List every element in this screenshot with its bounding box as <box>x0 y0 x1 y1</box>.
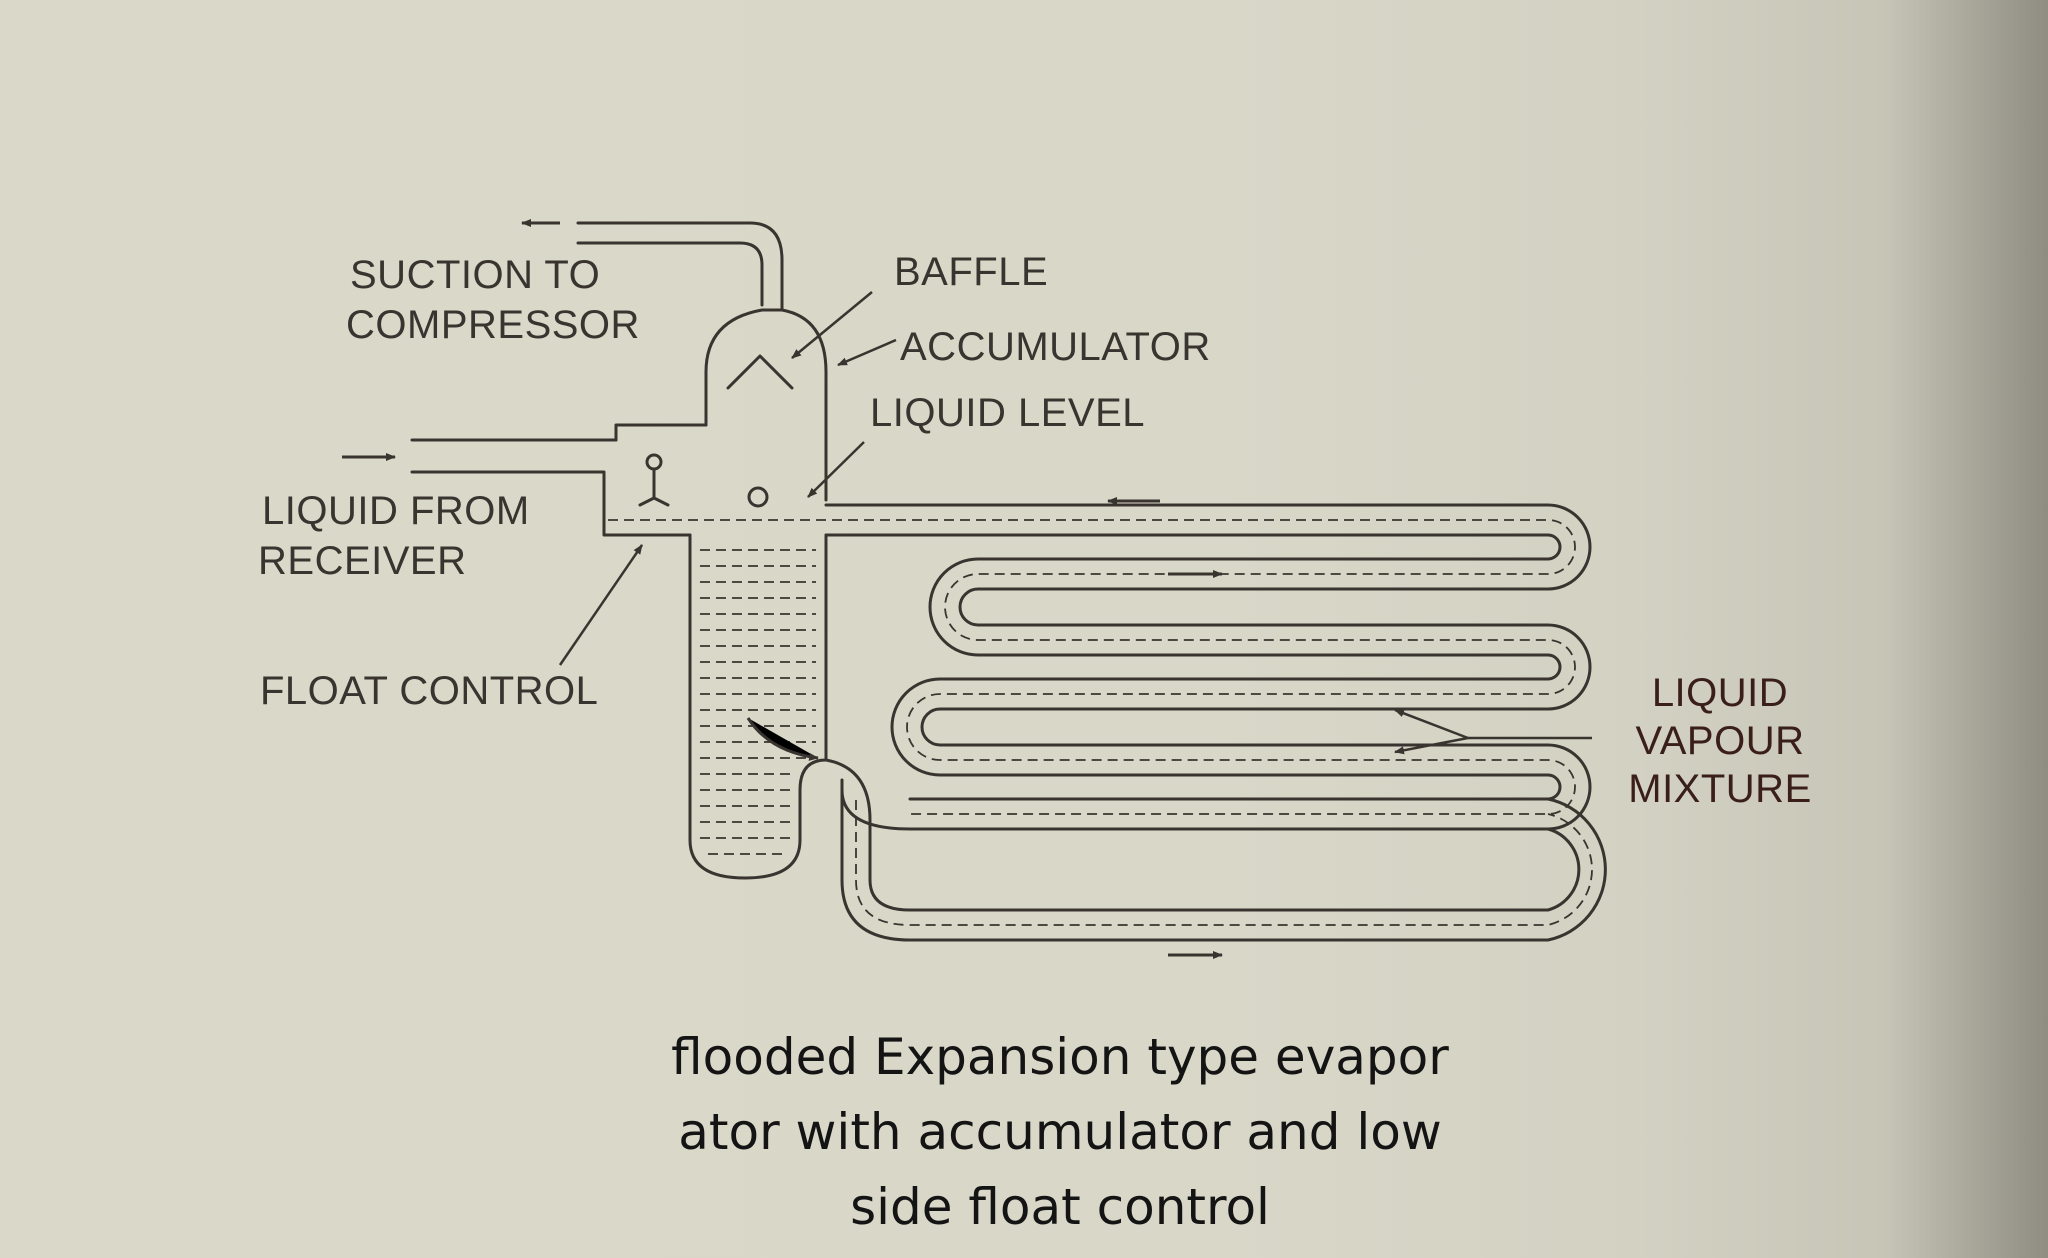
liquid-inlet-pipe <box>410 438 618 504</box>
mixture-leader-down <box>1394 736 1469 755</box>
caption-line2: ator with accumulator and low <box>678 1103 1442 1161</box>
label-liquid-from-line2: RECEIVER <box>258 539 467 583</box>
label-suction-line1: SUCTION TO <box>350 253 601 297</box>
float-control-leader <box>558 544 644 666</box>
label-mixture-line3: MIXTURE <box>1628 767 1812 811</box>
label-mixture-line2: VAPOUR <box>1635 719 1805 763</box>
suction-pipe <box>576 221 784 312</box>
mixture-leader-up <box>1394 708 1469 740</box>
caption-line1: flooded Expansion type evapor <box>671 1028 1449 1086</box>
figure-caption: flooded Expansion type evapor ator with … <box>560 1020 1560 1245</box>
float-control <box>638 453 769 508</box>
coil-outlet-pipe-outer <box>840 797 1607 942</box>
baffle <box>726 354 794 390</box>
baffle-leader <box>791 291 873 359</box>
liquid-level-leader <box>807 441 865 498</box>
label-liquid-from-line1: LIQUID FROM <box>262 489 530 533</box>
leader-lines <box>558 291 1592 755</box>
label-accumulator: ACCUMULATOR <box>900 325 1211 369</box>
accumulator-vessel <box>614 308 828 502</box>
accumulator-leader <box>837 338 897 367</box>
coil-outlet-pipe <box>824 758 1581 912</box>
flow-arrows <box>342 219 1223 959</box>
label-baffle: BAFFLE <box>894 250 1049 294</box>
arrow-well-outlet <box>746 717 819 761</box>
label-mixture-line1: LIQUID <box>1651 671 1789 715</box>
header-pipe <box>602 500 1592 831</box>
accumulator-well <box>688 533 828 880</box>
label-float-control: FLOAT CONTROL <box>260 669 599 713</box>
label-suction-line2: COMPRESSOR <box>346 303 640 347</box>
caption-line3: side float control <box>850 1178 1270 1236</box>
label-liquid-level: LIQUID LEVEL <box>870 391 1146 435</box>
